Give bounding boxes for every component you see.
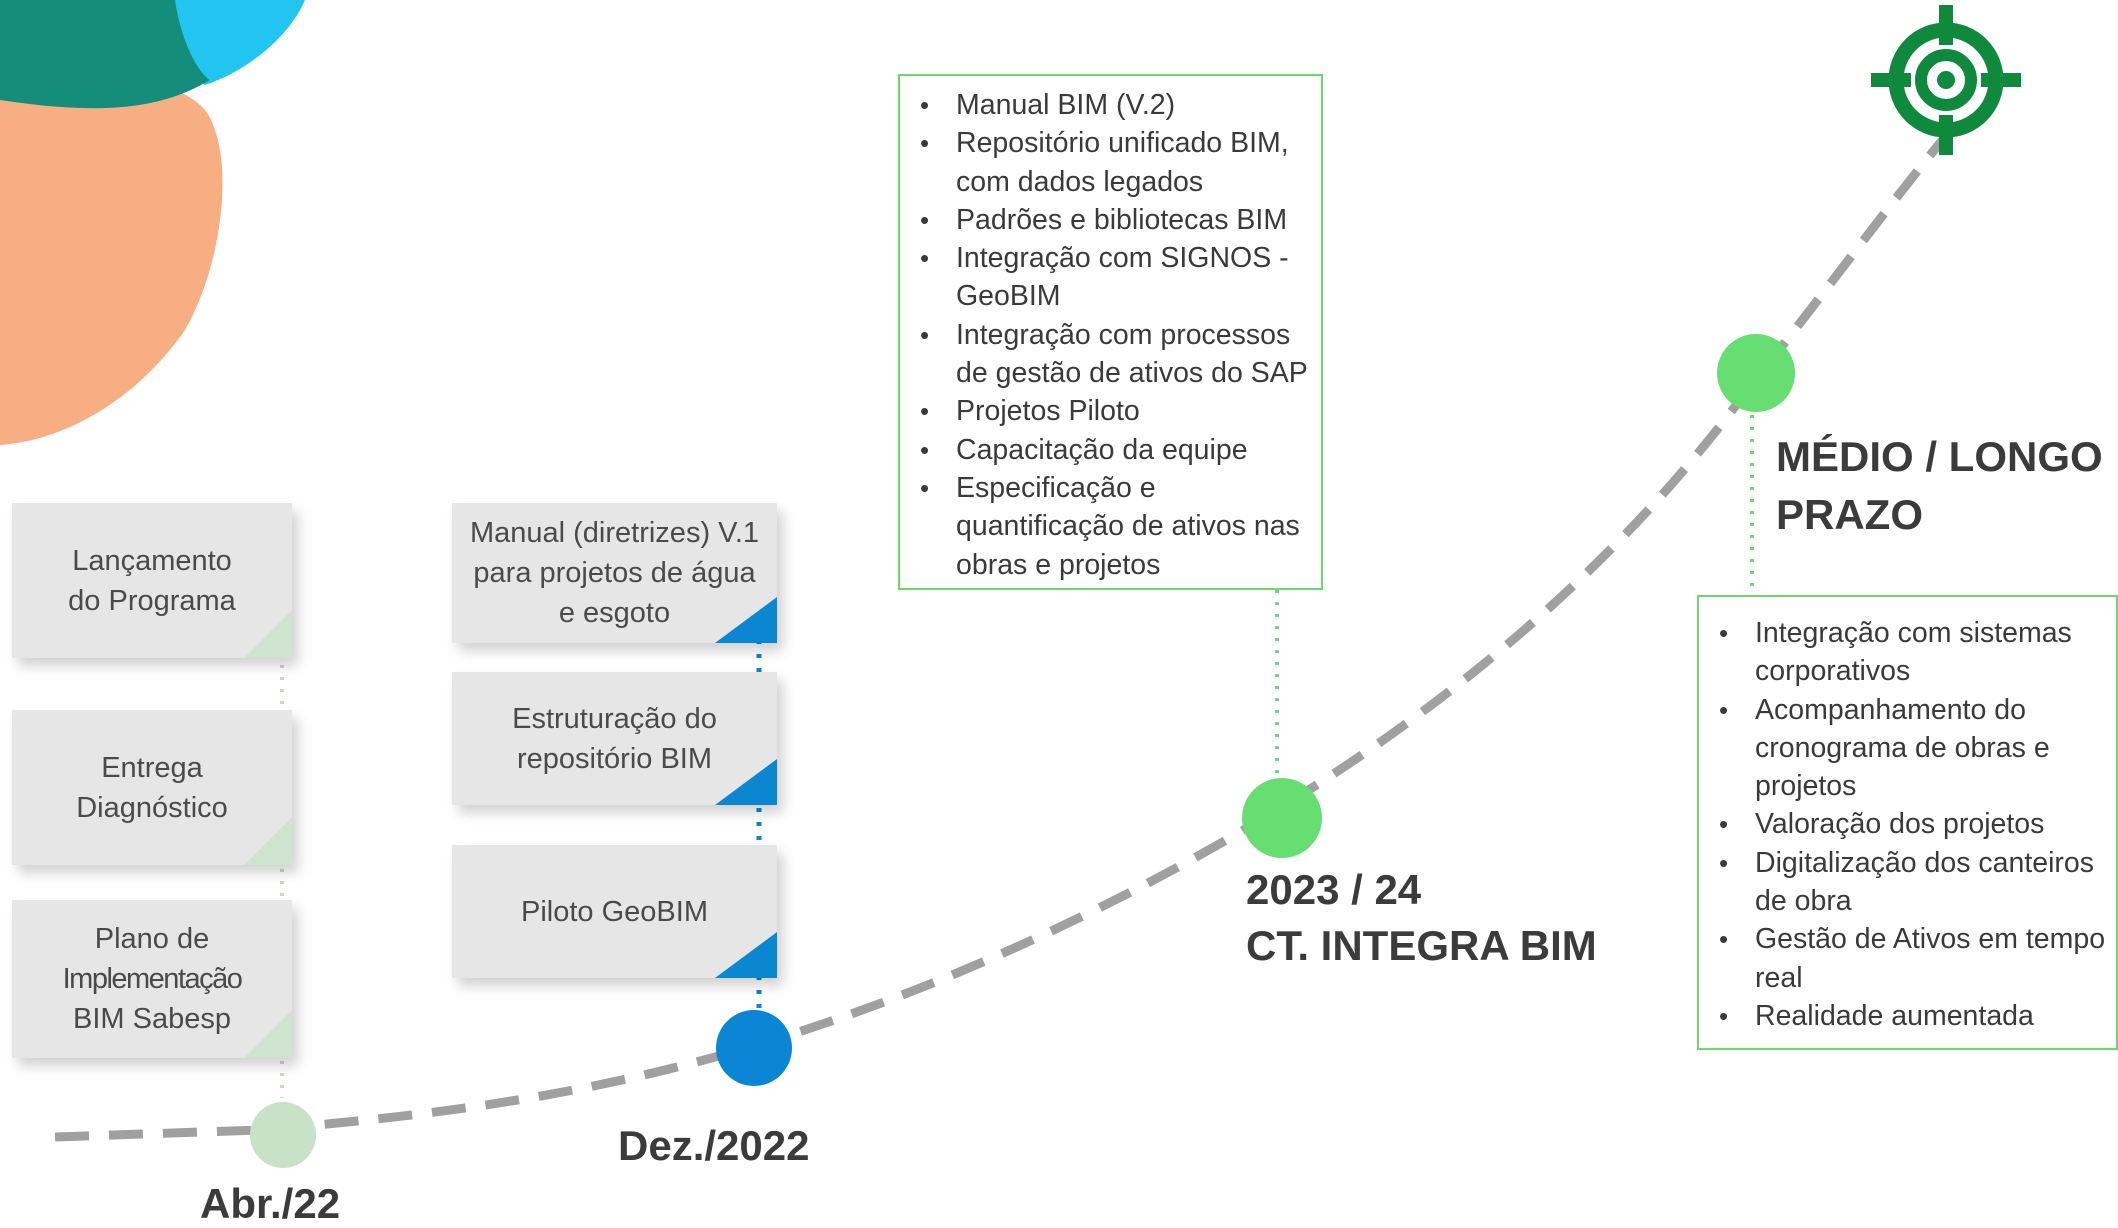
deliverables-list-long: Integração com sistemas corporativos Aco…	[1699, 614, 2116, 1036]
card-entrega-diagnostico: Entrega Diagnóstico	[12, 710, 292, 865]
list-item: Integração com processos de gestão de at…	[900, 316, 1321, 393]
card-text: Piloto GeoBIM	[521, 895, 708, 928]
deliverables-list-2023: Manual BIM (V.2) Repositório unificado B…	[900, 86, 1321, 584]
list-item: Valoração dos projetos	[1699, 805, 2116, 844]
card-estruturacao-repositorio: Estruturação do repositório BIM	[452, 672, 777, 805]
card-corner-fold	[715, 597, 777, 643]
milestone-dot-long	[1717, 334, 1795, 412]
list-item: Acompanhamento do cronograma de obras e …	[1699, 691, 2116, 806]
milestone-label-dec: Dez./2022	[618, 1122, 810, 1169]
card-corner-fold	[244, 610, 292, 658]
list-item: Padrões e bibliotecas BIM	[900, 201, 1321, 240]
deliverables-box-2023: Manual BIM (V.2) Repositório unificado B…	[898, 74, 1323, 590]
card-plano-implementacao: Plano de Implementação BIM Sabesp	[12, 900, 292, 1058]
card-lancamento: Lançamento do Programa	[12, 503, 292, 658]
list-item: Integração com sistemas corporativos	[1699, 614, 2116, 691]
target-icon	[1871, 5, 2021, 155]
card-text: Estruturação do repositório BIM	[512, 702, 717, 775]
list-item: Manual BIM (V.2)	[900, 86, 1321, 125]
card-text: Entrega Diagnóstico	[76, 751, 228, 824]
list-item: Projetos Piloto	[900, 392, 1321, 431]
milestone-label-long: MÉDIO / LONGO PRAZO	[1776, 433, 2103, 538]
list-item: Gestão de Ativos em tempo real	[1699, 920, 2116, 997]
teal-blob	[0, 0, 210, 109]
list-item: Integração com SIGNOS - GeoBIM	[900, 239, 1321, 316]
milestone-dot-apr	[250, 1102, 316, 1168]
list-item: Repositório unificado BIM, com dados leg…	[900, 124, 1321, 201]
card-piloto-geobim: Piloto GeoBIM	[452, 845, 777, 978]
card-text: Manual (diretrizes) V.1 para projetos de…	[469, 517, 760, 629]
card-corner-fold	[715, 932, 777, 978]
list-item: Digitalização dos canteiros de obra	[1699, 844, 2116, 921]
orange-blob	[0, 77, 223, 445]
list-item: Especificação e quantificação de ativos …	[900, 469, 1321, 584]
list-item: Capacitação da equipe	[900, 431, 1321, 470]
milestone-dot-2023	[1242, 778, 1322, 858]
card-corner-fold	[244, 817, 292, 865]
milestone-dot-dec	[716, 1010, 792, 1086]
deliverables-box-long: Integração com sistemas corporativos Aco…	[1697, 595, 2118, 1050]
card-corner-fold	[244, 1010, 292, 1058]
list-item: Realidade aumentada	[1699, 997, 2116, 1036]
milestone-label-2023: 2023 / 24 CT. INTEGRA BIM	[1246, 866, 1597, 969]
card-corner-fold	[715, 759, 777, 805]
decorative-blobs	[0, 0, 305, 445]
card-text: Plano de Implementação BIM Sabesp	[62, 923, 243, 1035]
cyan-blob	[165, 0, 305, 85]
card-text: Lançamento do Programa	[68, 544, 236, 617]
card-manual-v1: Manual (diretrizes) V.1 para projetos de…	[452, 503, 777, 643]
milestone-label-apr: Abr./22	[200, 1180, 341, 1227]
